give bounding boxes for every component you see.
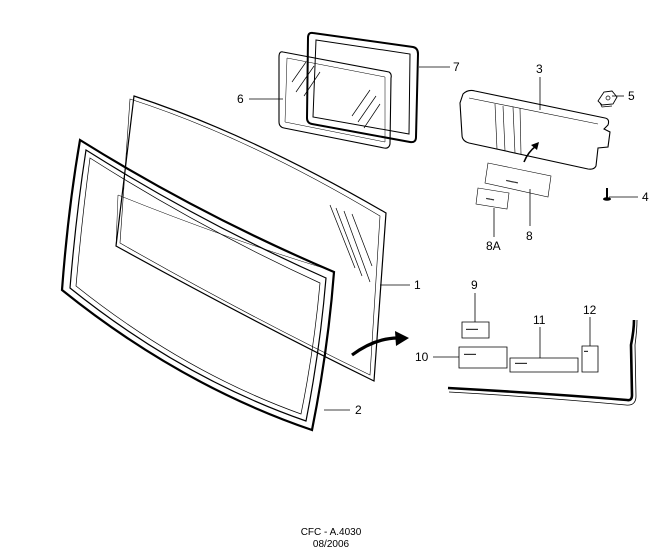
callout-3: 3 xyxy=(536,62,543,76)
callout-6: 6 xyxy=(237,92,244,106)
sticker-8a-print: ▬▬ xyxy=(486,195,495,201)
callout-5: 5 xyxy=(628,89,635,103)
decal-10-print: ▬▬▬ xyxy=(464,351,476,356)
label-sticker-8a: ▬▬ xyxy=(475,187,510,210)
callout-11: 11 xyxy=(533,313,546,327)
decal-10: ▬▬▬ xyxy=(458,346,508,369)
callout-7: 7 xyxy=(453,60,460,74)
decal-12-print: ▬ xyxy=(584,348,588,353)
callout-8: 8 xyxy=(526,229,533,243)
diagram-date: 08/2006 xyxy=(312,539,350,550)
windscreen-glass xyxy=(115,95,387,382)
fitting-arrow-small xyxy=(523,142,539,163)
glass-reflection-lines xyxy=(329,204,373,283)
visor-clip xyxy=(597,90,618,108)
sun-visor-panel xyxy=(459,89,611,170)
callout-1: 1 xyxy=(414,278,421,292)
callout-numbers: 1 2 3 4 5 6 7 8 8A 9 10 11 12 xyxy=(237,60,649,417)
windscreen-seal xyxy=(60,138,336,432)
callout-9: 9 xyxy=(471,278,478,292)
fitting-arrow-large xyxy=(351,331,409,357)
decal-11: ▬▬▬ xyxy=(509,357,579,373)
trim-strip xyxy=(447,319,638,406)
screw xyxy=(603,188,611,201)
sticker-8-print: ▬▬▬ xyxy=(506,177,519,184)
callout-12: 12 xyxy=(583,303,597,317)
side-window-glass xyxy=(278,51,392,149)
diagram-code: CFC - A.4030 xyxy=(300,527,362,538)
callout-4: 4 xyxy=(642,190,649,204)
callout-8a: 8A xyxy=(486,239,501,253)
decal-12: ▬ xyxy=(581,345,599,373)
callout-2: 2 xyxy=(355,403,362,417)
callout-10: 10 xyxy=(415,350,429,364)
side-window-seal xyxy=(305,31,420,144)
label-sticker-8: ▬▬▬ xyxy=(484,162,552,198)
decal-9: ▬▬▬ xyxy=(461,321,490,339)
leader-lines xyxy=(249,66,638,411)
decal-9-print: ▬▬▬ xyxy=(466,326,478,331)
decal-11-print: ▬▬▬ xyxy=(515,360,527,365)
